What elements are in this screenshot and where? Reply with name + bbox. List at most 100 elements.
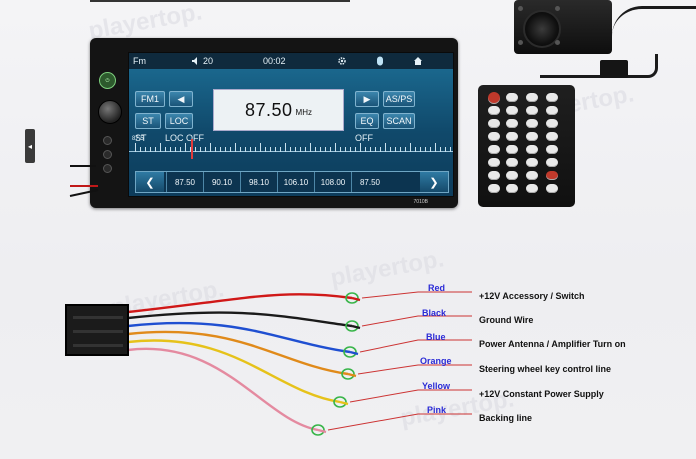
preset-6[interactable]: 87.50: [351, 172, 388, 192]
remote-key[interactable]: [506, 119, 518, 128]
remote-key[interactable]: [546, 93, 558, 102]
power-mute-button[interactable]: ⏻: [99, 72, 116, 89]
remote-key[interactable]: [488, 132, 500, 141]
status-bar: Fm 20 00:02: [129, 53, 453, 69]
remote-key[interactable]: [488, 145, 500, 154]
remote-key[interactable]: [546, 119, 558, 128]
wire-clip-marker: [345, 292, 359, 304]
tuning-tick: [175, 147, 176, 152]
band-button[interactable]: FM1: [135, 91, 165, 107]
tuning-tick: [215, 147, 216, 152]
remote-key[interactable]: [488, 171, 500, 180]
scan-button[interactable]: SCAN: [383, 113, 415, 129]
frequency-unit: MHz: [295, 107, 312, 117]
stereo-button[interactable]: ST: [135, 113, 161, 129]
preset-prev-button[interactable]: ❮: [136, 172, 164, 192]
source-label: Fm: [133, 56, 146, 66]
preset-3[interactable]: 98.10: [240, 172, 277, 192]
remote-key[interactable]: [546, 184, 558, 193]
remote-key[interactable]: [488, 119, 500, 128]
preset-5[interactable]: 108.00: [314, 172, 351, 192]
side-button[interactable]: [103, 150, 112, 159]
side-button[interactable]: [103, 164, 112, 173]
remote-key[interactable]: [526, 119, 538, 128]
remote-key[interactable]: [546, 145, 558, 154]
settings-gear-icon[interactable]: [337, 56, 347, 66]
camera-lens: [523, 10, 561, 48]
eq-button[interactable]: EQ: [355, 113, 379, 129]
preset-4[interactable]: 106.10: [277, 172, 314, 192]
tuning-needle[interactable]: [191, 139, 193, 159]
wire-function-yellow: +12V Constant Power Supply: [479, 389, 604, 399]
frequency-display: 87.50 MHz: [213, 89, 344, 131]
tuning-tick: [290, 147, 291, 152]
remote-key[interactable]: [488, 106, 500, 115]
remote-key[interactable]: [526, 132, 538, 141]
wire-tail: [317, 428, 327, 434]
clock: 00:02: [263, 56, 286, 66]
remote-key[interactable]: [488, 158, 500, 167]
wire-pink: [127, 347, 319, 432]
preset-1[interactable]: 87.50: [166, 172, 203, 192]
model-label: 7010B: [413, 199, 428, 205]
side-button[interactable]: [103, 136, 112, 145]
remote-key[interactable]: [526, 106, 538, 115]
bluetooth-icon[interactable]: [375, 56, 385, 66]
preset-2[interactable]: 90.10: [203, 172, 240, 192]
seek-forward-button[interactable]: ▶: [355, 91, 379, 107]
tuning-tick: [230, 147, 231, 152]
remote-key[interactable]: [526, 158, 538, 167]
tuning-tick: [300, 147, 301, 152]
tuning-tick: [260, 143, 261, 152]
connector-ridge: [73, 330, 123, 333]
local-button[interactable]: LOC: [165, 113, 193, 129]
camera-led: [518, 40, 523, 45]
tuning-tick: [200, 147, 201, 152]
wire-tail: [339, 400, 349, 406]
wire-tail: [347, 372, 357, 378]
preset-next-button[interactable]: ❯: [420, 172, 448, 192]
tuning-tick: [275, 147, 276, 152]
wire-color-pink: Pink: [427, 405, 447, 415]
wire-orange: [127, 330, 349, 376]
camera-mount-foot: [600, 60, 628, 78]
tuning-tick: [385, 143, 386, 152]
remote-key[interactable]: [526, 171, 538, 180]
as-ps-button[interactable]: AS/PS: [383, 91, 415, 107]
home-icon[interactable]: [413, 56, 423, 66]
tuning-tick: [185, 143, 186, 152]
remote-key[interactable]: [546, 171, 558, 180]
tuning-scale[interactable]: 87.5: [129, 136, 453, 161]
remote-key[interactable]: [506, 158, 518, 167]
tuning-tick: [310, 143, 311, 152]
remote-key[interactable]: [506, 106, 518, 115]
wire-clip-marker: [343, 346, 357, 358]
remote-key[interactable]: [526, 184, 538, 193]
tuning-tick: [375, 147, 376, 152]
remote-power-button[interactable]: [488, 92, 500, 104]
remote-key[interactable]: [546, 158, 558, 167]
remote-key[interactable]: [546, 132, 558, 141]
tuning-tick: [180, 147, 181, 152]
remote-key[interactable]: [506, 93, 518, 102]
remote-key[interactable]: [506, 171, 518, 180]
remote-key[interactable]: [488, 184, 500, 193]
side-scroll-tab[interactable]: ◂: [25, 129, 35, 163]
tuning-tick: [415, 147, 416, 152]
tuning-tick: [345, 147, 346, 152]
leader-line: [349, 389, 472, 403]
tuning-tick: [190, 147, 191, 152]
remote-key[interactable]: [526, 145, 538, 154]
remote-key[interactable]: [506, 184, 518, 193]
camera-mount-bracket: [540, 54, 658, 78]
volume-knob[interactable]: [98, 100, 122, 124]
camera-led: [555, 40, 560, 45]
remote-key[interactable]: [546, 106, 558, 115]
remote-key[interactable]: [506, 132, 518, 141]
tuning-tick: [420, 147, 421, 152]
leader-line: [357, 364, 472, 375]
remote-key[interactable]: [506, 145, 518, 154]
seek-back-button[interactable]: ◀: [169, 91, 193, 107]
remote-key[interactable]: [526, 93, 538, 102]
